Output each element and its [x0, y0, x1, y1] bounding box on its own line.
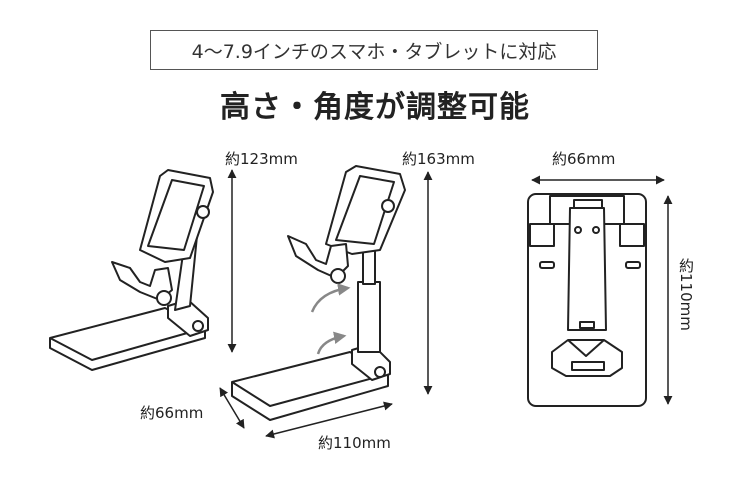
compatibility-label: 4～7.9インチのスマホ・タブレットに対応: [150, 30, 598, 70]
dim-high-height: 約163mm: [402, 150, 475, 168]
stand-folded: [527, 193, 647, 407]
dim-width-top: 約66mm: [552, 150, 616, 168]
stand-high: [231, 165, 406, 421]
rotate-arrow-upper: [310, 283, 351, 313]
compatibility-text: 4～7.9インチのスマホ・タブレットに対応: [191, 40, 557, 63]
arrow-depth: [219, 387, 245, 429]
dim-folded-length: 約110mm: [677, 258, 695, 331]
dim-depth: 約66mm: [140, 404, 204, 422]
dim-low-height: 約123mm: [225, 150, 298, 168]
arrow-length: [265, 401, 393, 439]
dim-length: 約110mm: [318, 434, 391, 452]
stand-low: [49, 169, 214, 371]
headline-title: 高さ・角度が調整可能: [220, 90, 530, 125]
rotate-arrow-lower: [316, 331, 347, 355]
